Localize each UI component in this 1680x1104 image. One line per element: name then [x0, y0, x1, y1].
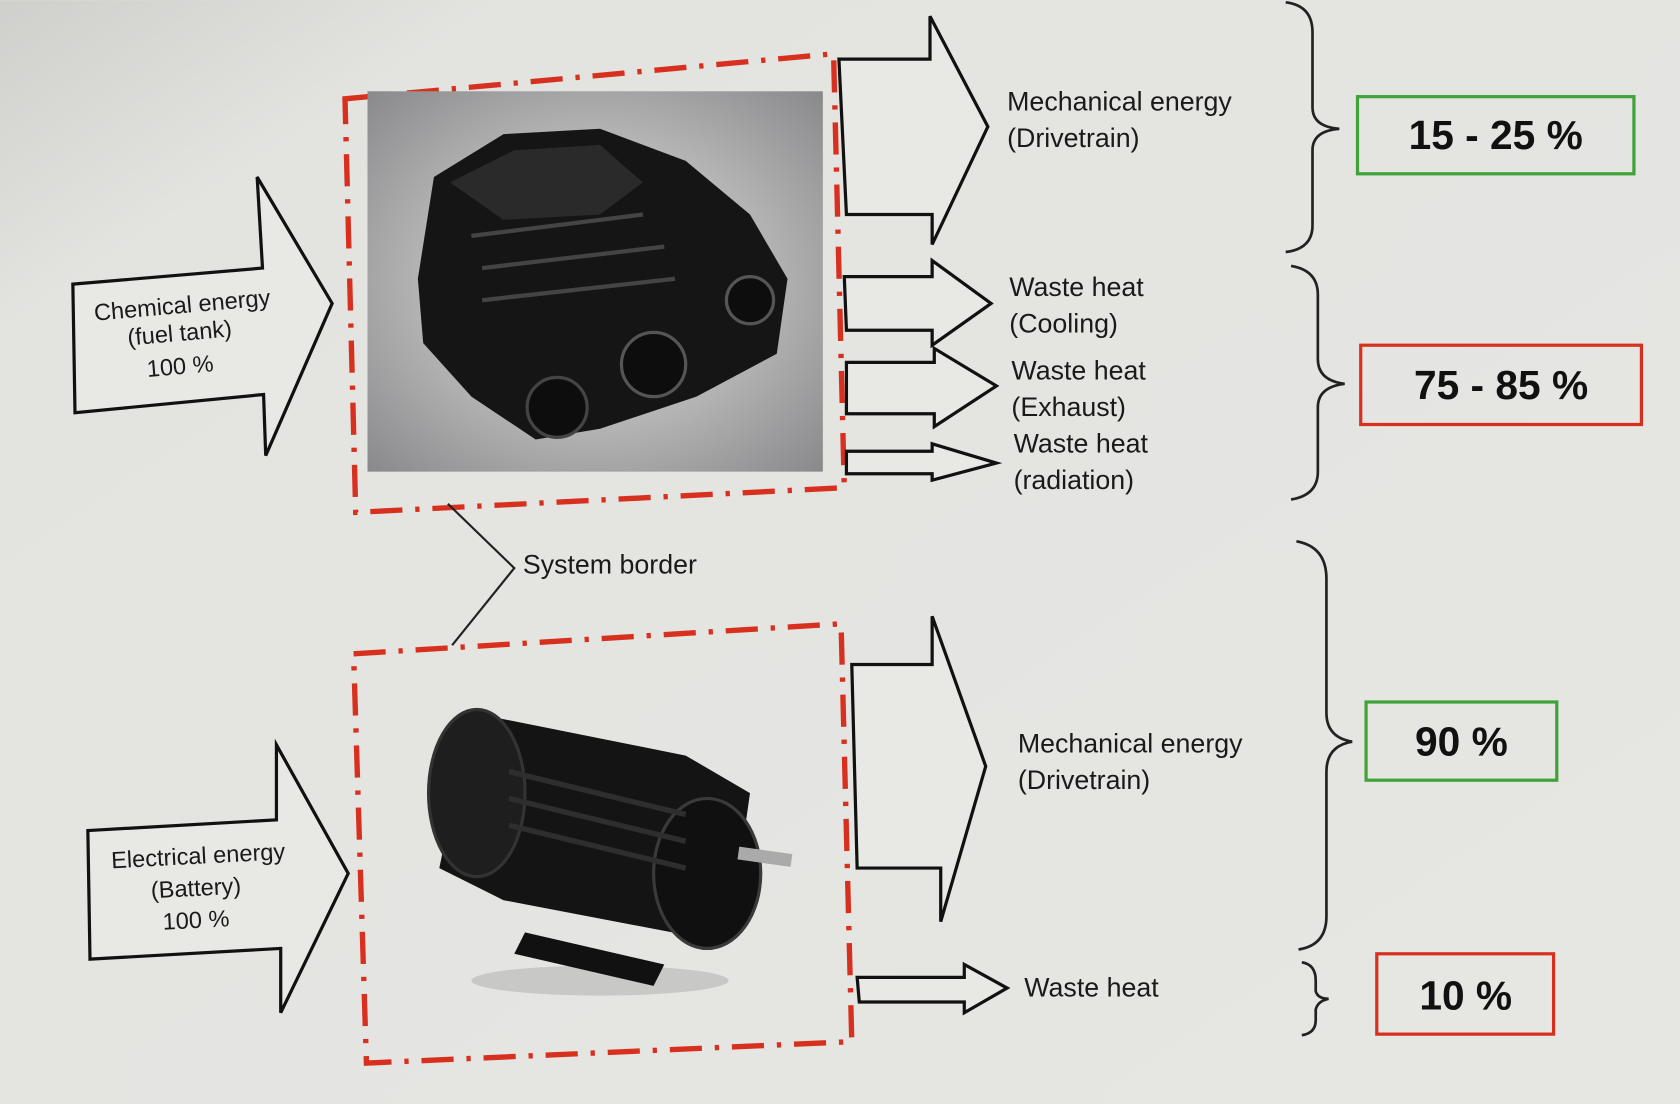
output-cooling-line1: Waste heat: [1009, 272, 1144, 302]
motor-waste-heat-arrow: [855, 961, 1011, 1016]
electric-motor-section: Electrical energy (Battery) 100 % Mechan…: [86, 539, 1559, 1066]
chemical-energy-arrow: [71, 176, 334, 457]
motor-input-line2: (Battery): [150, 873, 242, 904]
system-border-engine: [342, 50, 848, 516]
mechanical-energy-arrow: [837, 15, 990, 246]
waste-heat-radiation-arrow: [844, 441, 1003, 483]
output-exhaust-line1: Waste heat: [1011, 356, 1146, 386]
brace-useful: [1285, 1, 1340, 254]
engine-useful-percent: 15 - 25 %: [1409, 112, 1583, 158]
system-border-label: System border: [523, 549, 697, 579]
brace-loss: [1290, 264, 1345, 501]
engine-loss-percent: 75 - 85 %: [1414, 362, 1588, 408]
motor-output-mechanical-line2: (Drivetrain): [1018, 765, 1150, 795]
waste-heat-exhaust-arrow: [844, 345, 1000, 430]
motor-output-mechanical-line1: Mechanical energy: [1018, 728, 1243, 758]
electrical-energy-arrow: [86, 738, 351, 1014]
loss-box-red: [1359, 343, 1644, 427]
motor-useful-percent: 90 %: [1415, 719, 1508, 765]
system-border-pointer: [447, 503, 516, 646]
combustion-engine-section: Chemical energy (fuel tank) 100 % Mechan…: [71, 1, 1644, 516]
motor-mechanical-energy-arrow: [850, 615, 988, 923]
output-radiation-line1: Waste heat: [1014, 428, 1149, 458]
motor-loss-percent: 10 %: [1419, 973, 1512, 1019]
motor-efficiency-box-green: [1364, 700, 1559, 782]
system-border-motor: [350, 620, 855, 1066]
input-label-line3: 100 %: [146, 350, 215, 382]
motor-brace-loss: [1301, 961, 1329, 1037]
output-radiation-line2: (radiation): [1014, 465, 1135, 495]
motor-brace-useful: [1296, 539, 1353, 951]
motor-input-line3: 100 %: [162, 905, 230, 934]
motor-photo: [426, 707, 793, 996]
output-cooling-line2: (Cooling): [1009, 308, 1118, 338]
output-mechanical-line2: (Drivetrain): [1007, 123, 1139, 153]
output-exhaust-line2: (Exhaust): [1011, 392, 1126, 422]
motor-output-waste-heat: Waste heat: [1024, 973, 1159, 1003]
engine-photo: [367, 91, 823, 472]
efficiency-box-green: [1355, 95, 1636, 176]
output-mechanical-line1: Mechanical energy: [1007, 87, 1232, 117]
waste-heat-cooling-arrow: [842, 257, 994, 349]
motor-loss-box-red: [1375, 952, 1556, 1036]
